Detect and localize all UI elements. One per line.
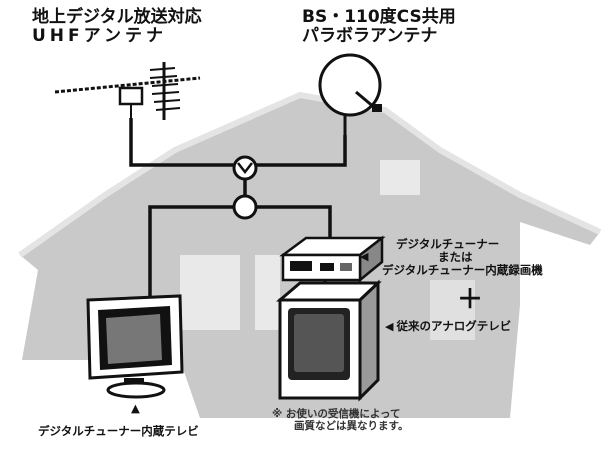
receiver-note-line1: ※ お使いの受信機によって: [272, 408, 401, 420]
parabola-antenna-label-line1: BS・110度CS共用: [302, 7, 456, 27]
house-window: [380, 160, 420, 195]
tuner-label: ◀ デジタルチューナー または デジタルチューナー内蔵録画機: [360, 237, 543, 277]
analog-tv-label: ◀従来のアナログテレビ: [385, 320, 511, 333]
parabola-antenna-icon: [318, 53, 382, 135]
parabola-antenna-label: BS・110度CS共用 パラボラアンテナ: [302, 7, 456, 47]
house-window: [430, 280, 475, 340]
mixer-icon: [232, 155, 258, 181]
uhf-antenna-label: 地上デジタル放送対応 UHFアンテナ: [32, 7, 202, 47]
parabola-antenna-label-line2: パラボラアンテナ: [302, 26, 438, 47]
tuner-label-line1: デジタルチューナー: [396, 237, 500, 251]
uhf-antenna-label-line1: 地上デジタル放送対応: [32, 7, 202, 27]
tuner-recorder-icon: [279, 235, 386, 283]
up-triangle-icon: ▲: [131, 401, 140, 415]
house-window: [255, 255, 280, 330]
receiver-note: ※ お使いの受信機によって 画質などは異なります。: [272, 408, 409, 433]
splitter-icon: [232, 194, 258, 220]
house-window: [180, 255, 240, 330]
uhf-antenna-icon: [54, 62, 201, 120]
digital-tv-label: デジタルチューナー内蔵テレビ: [38, 424, 199, 438]
analog-tv-label-text: 従来のアナログテレビ: [396, 319, 512, 333]
uhf-antenna-label-line2: UHFアンテナ: [32, 26, 167, 47]
digital-tv-icon: [86, 294, 184, 399]
left-arrow-icon: ◀: [385, 320, 394, 333]
tuner-label-line2: または: [438, 249, 473, 264]
analog-tv-icon: [275, 279, 382, 402]
receiver-note-line2: 画質などは異なります。: [294, 419, 409, 432]
plus-sign: ＋: [457, 285, 484, 315]
left-arrow-icon: ◀: [360, 250, 369, 263]
tuner-label-line3: デジタルチューナー内蔵録画機: [382, 262, 543, 277]
